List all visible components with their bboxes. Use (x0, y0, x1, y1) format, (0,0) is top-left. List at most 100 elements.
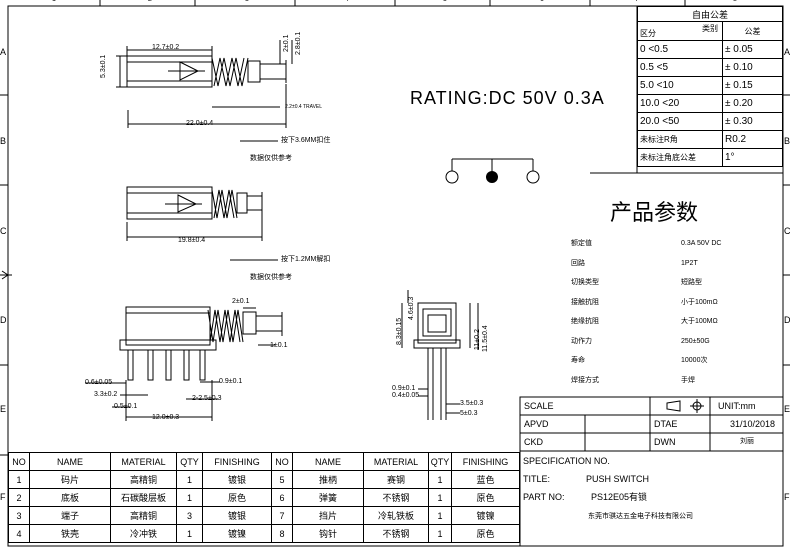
note-ref-2: 数据仅供参考 (250, 274, 292, 281)
top-view-drawing (116, 40, 293, 142)
dim-end-c: 3.5±0.3 (460, 400, 484, 407)
tol-col-kind: 类别 (702, 24, 718, 33)
bom-header: NO (271, 452, 293, 471)
bom-header: MATERIAL (110, 452, 177, 471)
bom-cell: 1 (8, 470, 30, 489)
border-letter-b-right: B (784, 136, 790, 146)
bom-cell: 弹簧 (292, 488, 364, 507)
bom-header-row: NO NAME MATERIAL QTY FINISHING NO NAME M… (8, 452, 520, 471)
unit-label: UNIT:mm (718, 401, 756, 411)
bom-cell: 底板 (29, 488, 111, 507)
bom-header: FINISHING (451, 452, 520, 471)
part-label: PART NO: (523, 492, 565, 502)
param-row: 切换类型短路型 (571, 277, 771, 297)
tol-value: ± 0.15 (722, 76, 783, 95)
bom-cell: 5 (271, 470, 293, 489)
dim-pin-w: 0.6±0.05 (85, 379, 113, 386)
dim-plunger: 2±0.1 (232, 298, 250, 305)
border-num-8: 8 (733, 0, 737, 3)
bom-cell: 7 (271, 506, 293, 525)
title-block-lines (519, 396, 784, 546)
border-num-1: 1 (52, 0, 56, 3)
tol-header-kind: 类别 区分 (637, 21, 723, 41)
bom-cell: 原色 (202, 488, 272, 507)
bom-header: FINISHING (202, 452, 272, 471)
bom-cell: 挡片 (292, 506, 364, 525)
params-title: 产品参数 (610, 201, 699, 226)
bom-cell: 不锈钢 (363, 488, 429, 507)
bom-table: NO NAME MATERIAL QTY FINISHING NO NAME M… (8, 452, 520, 543)
tol-range: 0.5 <5 (637, 58, 723, 77)
title-value: PUSH SWITCH (586, 474, 649, 484)
bom-cell: 3 (176, 506, 203, 525)
border-num-6: 6 (540, 0, 544, 3)
border-letter-c: C (0, 226, 7, 236)
bom-cell: 镀银 (202, 470, 272, 489)
dim-end-b: 0.4±0.05 (392, 392, 420, 399)
note-ref-1: 数据仅供参考 (250, 155, 292, 162)
param-key: 寿命 (571, 357, 585, 364)
dim-end-a: 0.9±0.1 (392, 385, 416, 392)
param-value: 大于100MΩ (681, 318, 718, 325)
param-row: 回路 1P2T (571, 258, 771, 278)
tol-angle-label: 未标注角底公差 (637, 148, 723, 167)
border-letter-a-right: A (784, 47, 790, 57)
tolerance-table: 自由公差 类别 区分 公差 0 <0.5± 0.05 0.5 <5± 0.10 … (637, 6, 783, 167)
bom-cell: 原色 (451, 488, 520, 507)
param-key: 动作力 (571, 337, 592, 345)
bom-header: QTY (176, 452, 203, 471)
dim-h1: 8.3±0.15 (396, 317, 403, 345)
tol-title: 自由公差 (637, 6, 783, 22)
border-num-4: 4 (345, 0, 349, 3)
tol-angle-value: 1° (722, 148, 783, 167)
part-value: PS12E05有锁 (591, 492, 648, 502)
param-value: 小于100mΩ (681, 298, 718, 306)
tol-value: ± 0.05 (722, 40, 783, 59)
bom-cell: 端子 (29, 506, 111, 525)
border-letter-c-right: C (784, 226, 790, 236)
bom-cell: 2 (8, 488, 30, 507)
dim-pin-s: 0.5±0.1 (114, 403, 138, 410)
ckd-label: CKD (524, 437, 544, 447)
param-value: 0.3A 50V DC (681, 240, 722, 247)
end-view-drawing (401, 290, 479, 420)
bom-cell: 码片 (29, 470, 111, 489)
border-letter-e-right: E (784, 404, 790, 414)
bom-cell: 石碳酸层板 (110, 488, 177, 507)
dwn-label: DWN (654, 437, 676, 447)
bom-cell: 1 (428, 506, 452, 525)
dim-tip-a: 2±0.1 (283, 34, 290, 52)
bom-cell: 高精铜 (110, 506, 177, 525)
param-row: 焊接方式手焊 (571, 375, 771, 395)
note-press-lock: 按下3.6MM扣住 (281, 137, 331, 144)
tol-radius-label: 未标注R角 (637, 130, 723, 149)
param-key: 回路 (571, 259, 585, 267)
bom-cell: 镀银 (202, 506, 272, 525)
dim-height: 5.3±0.1 (100, 54, 107, 78)
dtae-label: DTAE (654, 419, 678, 429)
bom-header: MATERIAL (363, 452, 429, 471)
dim-h4: 11.5±0.4 (482, 325, 489, 352)
tol-range: 0 <0.5 (637, 40, 723, 59)
border-num-2: 2 (148, 0, 152, 3)
bom-cell: 3 (8, 506, 30, 525)
bom-header: NAME (292, 452, 364, 471)
date-value: 31/10/2018 (730, 419, 776, 429)
bom-cell: 赛钢 (363, 470, 429, 489)
bom-cell: 蓝色 (451, 470, 520, 489)
spec-label: SPECIFICATION NO. (523, 456, 610, 466)
param-value: 1P2T (681, 259, 698, 267)
bom-header: NAME (29, 452, 111, 471)
tol-col-tol: 公差 (722, 21, 783, 41)
border-num-5: 5 (443, 0, 447, 3)
apvd-label: APVD (524, 419, 549, 429)
center-arrow (0, 270, 12, 280)
dim-travel: 2.2±0.4 TRAVEL (285, 104, 323, 110)
switch-schematic (445, 158, 540, 184)
bom-cell: 高精铜 (110, 470, 177, 489)
